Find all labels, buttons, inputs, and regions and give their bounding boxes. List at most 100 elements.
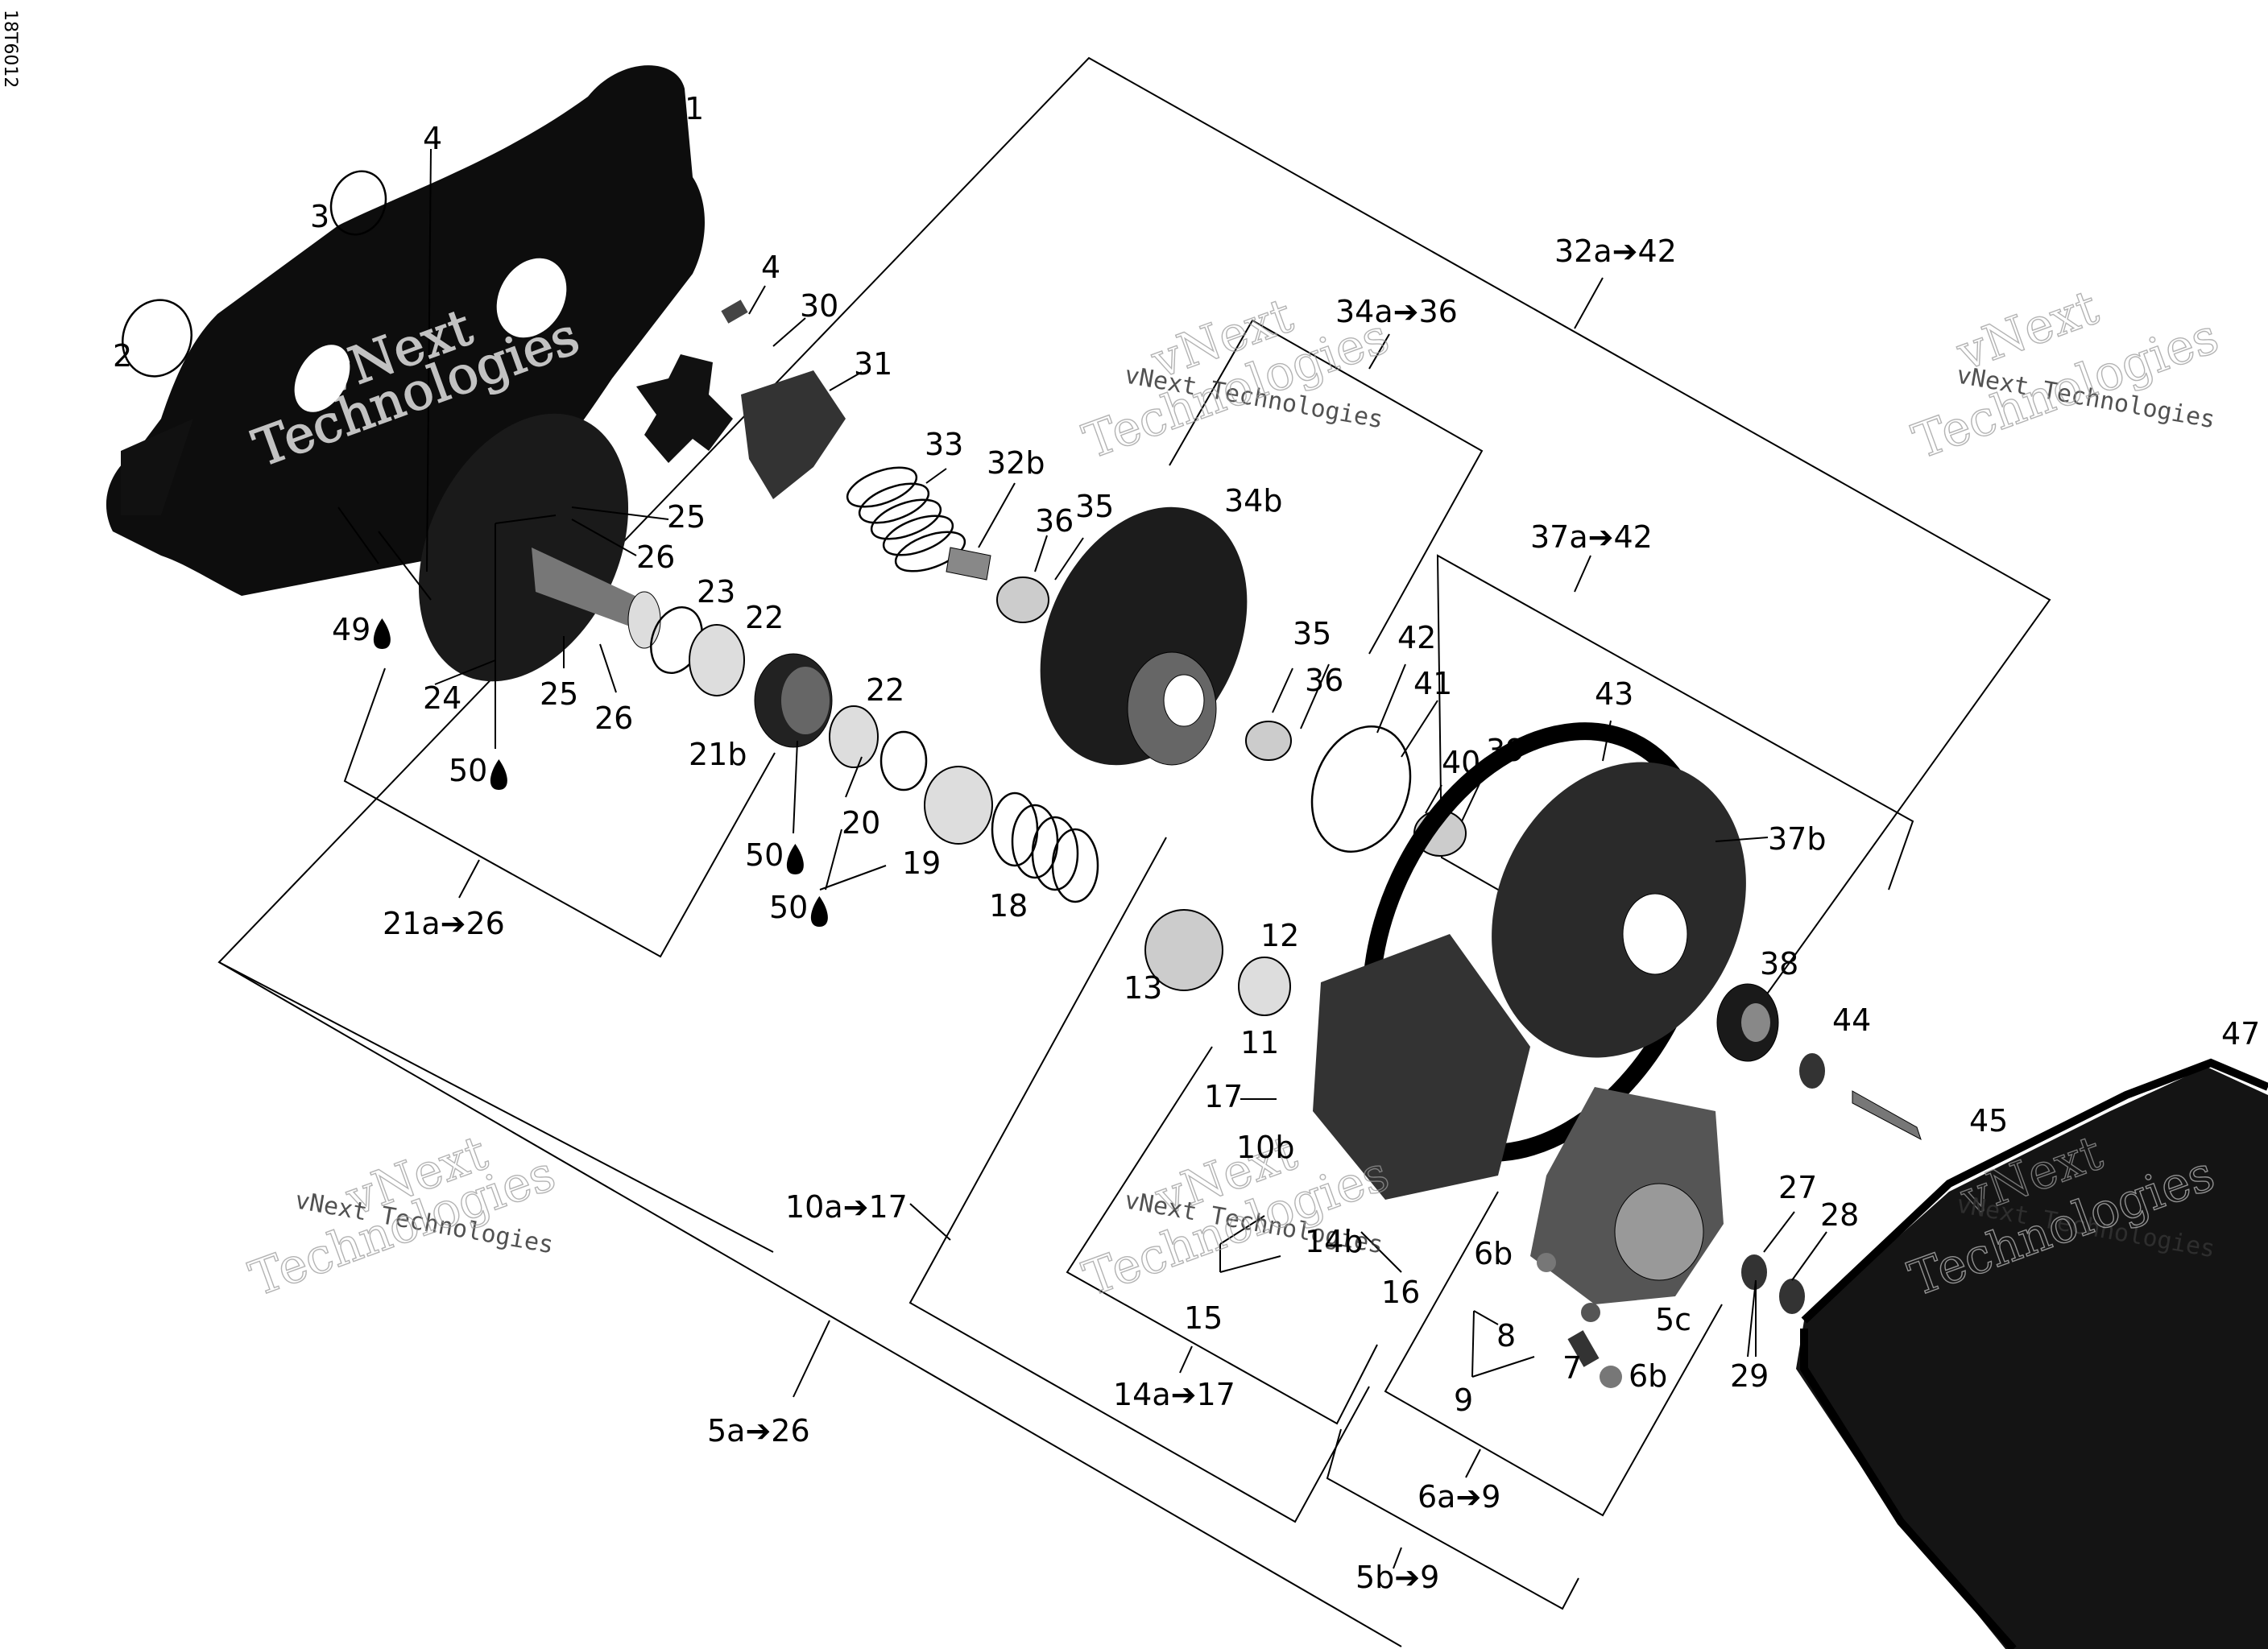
spider-30 xyxy=(636,354,733,463)
callout-c37a42: 37a➔42 xyxy=(1530,519,1653,555)
callout-c34a36: 34a➔36 xyxy=(1335,294,1458,329)
spring-33 xyxy=(846,466,966,572)
callout-c4b: 4 xyxy=(761,250,780,285)
callout-c28: 28 xyxy=(1820,1197,1859,1233)
bushing-19 xyxy=(924,766,993,845)
reference-code: 18T6012 xyxy=(0,10,20,88)
washer-44 xyxy=(1799,1053,1825,1089)
callout-c5a26: 5a➔26 xyxy=(707,1413,810,1449)
callout-c15: 15 xyxy=(1184,1300,1223,1336)
callout-c32a42: 32a➔42 xyxy=(1554,234,1677,269)
callout-c29: 29 xyxy=(1730,1358,1769,1394)
callout-c33: 33 xyxy=(925,427,963,462)
shaft-32b xyxy=(946,547,991,581)
seal-2 xyxy=(122,299,192,378)
callout-c25b: 25 xyxy=(540,676,578,712)
callout-c22a: 22 xyxy=(745,600,784,635)
callout-c35a: 35 xyxy=(1075,489,1114,524)
callout-c18: 18 xyxy=(989,888,1028,924)
callout-c26b: 26 xyxy=(594,701,633,736)
callout-c5b9: 5b➔9 xyxy=(1355,1560,1439,1595)
callout-c50b: 50 xyxy=(745,837,784,873)
ring-41 xyxy=(1310,725,1412,853)
fixed-sheave-24 xyxy=(418,413,629,682)
callout-c49: 49 xyxy=(332,612,370,647)
washer-28 xyxy=(1779,1279,1805,1314)
callout-c6b-a: 6b xyxy=(1474,1236,1513,1271)
callout-c31: 31 xyxy=(854,346,892,382)
callout-c50a: 50 xyxy=(449,753,487,788)
bushing-36 xyxy=(996,577,1049,623)
driven-pulley-37b xyxy=(1492,762,1746,1058)
bushing-13 xyxy=(1144,909,1223,991)
callout-c6b-b: 6b xyxy=(1629,1358,1667,1394)
assembly-brackets xyxy=(217,56,2051,1647)
callout-c44: 44 xyxy=(1832,1002,1871,1038)
callout-c36a: 36 xyxy=(1035,503,1074,539)
callout-c10a17: 10a➔17 xyxy=(785,1189,908,1225)
callout-c39: 39 xyxy=(1486,733,1525,768)
callout-c25a: 25 xyxy=(667,499,706,535)
callout-c36b: 36 xyxy=(1305,663,1343,698)
ring-22 xyxy=(689,624,745,696)
lubricant-drop-icon xyxy=(373,618,391,649)
callout-c34b: 34b xyxy=(1224,483,1282,519)
washer-27 xyxy=(1741,1254,1767,1290)
callout-c45: 45 xyxy=(1969,1103,2008,1139)
callout-c19: 19 xyxy=(902,845,941,881)
callout-c9: 9 xyxy=(1454,1382,1473,1418)
bolt-4 xyxy=(721,300,748,324)
callout-c14a17: 14a➔17 xyxy=(1113,1377,1235,1412)
callout-c37b: 37b xyxy=(1768,821,1826,857)
ring-20 xyxy=(879,730,928,791)
ring-22b xyxy=(829,705,879,768)
callout-c22b: 22 xyxy=(866,672,904,708)
callout-c8: 8 xyxy=(1496,1318,1516,1354)
callout-c21a26: 21a➔26 xyxy=(383,906,505,941)
bushing-12 xyxy=(1238,957,1291,1016)
callout-c23: 23 xyxy=(697,574,735,610)
callout-c41: 41 xyxy=(1413,666,1452,701)
callout-c32b: 32b xyxy=(987,445,1045,481)
callout-c47: 47 xyxy=(2221,1016,2260,1052)
callout-c16: 16 xyxy=(1381,1275,1420,1310)
lubricant-drop-icon xyxy=(810,896,828,927)
callout-c4a: 4 xyxy=(423,121,442,156)
lubricant-drop-icon xyxy=(786,844,804,874)
callout-c17: 17 xyxy=(1204,1079,1243,1114)
callout-c1: 1 xyxy=(685,91,704,126)
leader-lines xyxy=(337,148,1827,1378)
callout-c13: 13 xyxy=(1124,970,1162,1006)
callout-c3: 3 xyxy=(310,199,329,234)
part-7 xyxy=(1567,1330,1600,1367)
callout-c43: 43 xyxy=(1595,676,1633,712)
callout-c30: 30 xyxy=(800,288,838,324)
part-8 xyxy=(1581,1303,1600,1322)
callout-c10b: 10b xyxy=(1236,1130,1294,1165)
callout-c14b: 14b xyxy=(1305,1224,1363,1259)
spring-18 xyxy=(991,791,1099,903)
callout-c6a9: 6a➔9 xyxy=(1418,1479,1500,1515)
bushing-35 xyxy=(1245,721,1292,761)
callout-c2: 2 xyxy=(113,338,132,374)
callout-c40: 40 xyxy=(1442,745,1480,780)
lubricant-drop-icon xyxy=(490,759,507,790)
callout-c35b: 35 xyxy=(1293,616,1331,651)
callout-c11: 11 xyxy=(1240,1025,1279,1060)
cam-5c xyxy=(1530,1087,1724,1304)
part-6b-b xyxy=(1600,1366,1622,1388)
inner-cover xyxy=(106,65,705,596)
callout-c12: 12 xyxy=(1260,918,1299,953)
callout-c7: 7 xyxy=(1562,1350,1582,1386)
parts xyxy=(106,65,2268,1649)
part-31 xyxy=(741,370,846,499)
bolt-45 xyxy=(1852,1090,1922,1141)
callout-c27: 27 xyxy=(1778,1170,1817,1205)
callout-c20: 20 xyxy=(842,805,880,841)
seal-3 xyxy=(329,170,387,236)
callout-c21b: 21b xyxy=(689,737,747,772)
callout-c38: 38 xyxy=(1760,946,1798,982)
callout-c24: 24 xyxy=(423,680,461,716)
